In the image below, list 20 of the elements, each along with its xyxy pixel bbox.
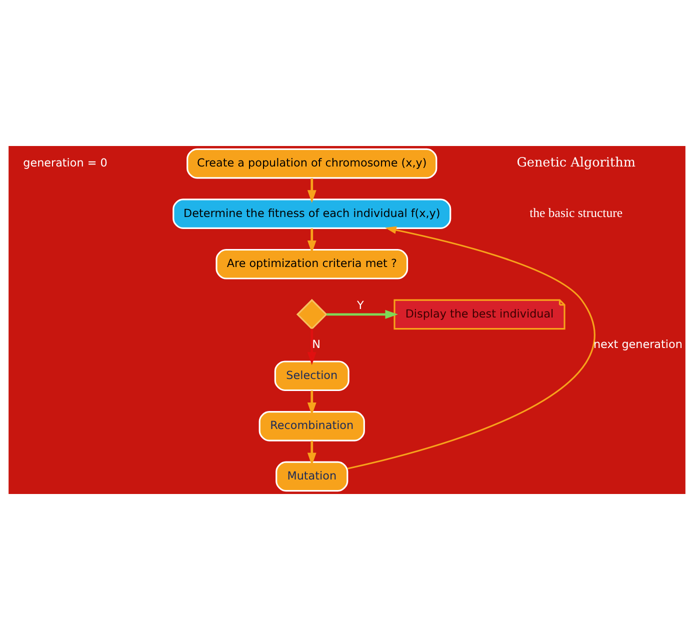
label: generation = 0 bbox=[23, 156, 108, 170]
label: Genetic Algorithm bbox=[516, 155, 636, 170]
node-diamond bbox=[296, 298, 328, 330]
label: the basic structure bbox=[530, 205, 623, 220]
node-box: Recombination bbox=[258, 410, 365, 441]
edge-label: next generation bbox=[593, 338, 682, 351]
node-box: Selection bbox=[274, 360, 350, 391]
edge-label: Y bbox=[356, 298, 364, 312]
node-box: Create a population of chromosome (x,y) bbox=[186, 148, 438, 178]
node-box: Mutation bbox=[276, 460, 348, 492]
arrow bbox=[307, 228, 316, 253]
edge-label: N bbox=[312, 338, 320, 351]
arrow bbox=[307, 440, 316, 466]
node-box: Determine the fitness of each individual f(x,y) bbox=[172, 198, 452, 228]
arrow bbox=[326, 309, 398, 318]
arrow bbox=[347, 226, 595, 469]
arrow bbox=[307, 390, 316, 415]
arrow bbox=[307, 328, 316, 364]
node-box: Are optimization criteria met ? bbox=[216, 248, 408, 279]
arrow bbox=[307, 178, 316, 202]
